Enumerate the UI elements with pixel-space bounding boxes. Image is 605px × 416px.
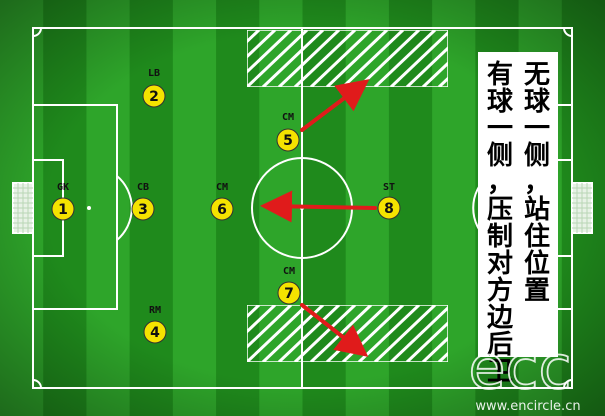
player-cm-6: CM 6 <box>210 182 234 221</box>
player-rm: RM 4 <box>143 305 167 344</box>
player-lb: LB 2 <box>142 68 166 108</box>
player-number: 4 <box>150 325 160 341</box>
player-gk: GK 1 <box>51 182 75 221</box>
player-cb: CB 3 <box>131 182 155 221</box>
watermark-logo: ecc <box>469 333 572 403</box>
player-role: GK <box>57 182 69 193</box>
player-number: 6 <box>217 202 227 218</box>
player-role: CM <box>283 266 295 277</box>
player-marker <box>210 197 234 221</box>
arrow-cm7-forward <box>300 303 369 357</box>
player-marker <box>143 320 167 344</box>
penalty-spot <box>87 206 91 210</box>
annotation-box: 无球一侧，站住位置 有球一侧，压制对方边后卫 <box>478 52 558 387</box>
annotation-line-2: 有球一侧，压制对方边后卫 <box>487 60 514 387</box>
player-role: ST <box>383 182 395 193</box>
player-cm-7: CM 7 <box>277 266 301 305</box>
left-goal <box>12 182 34 234</box>
player-marker <box>276 128 300 152</box>
watermark: ecc www.encircle.cn <box>468 332 581 414</box>
hatched-zone-top <box>247 30 448 87</box>
player-number: 5 <box>283 133 293 149</box>
player-role: CB <box>137 182 149 193</box>
annotation-background <box>478 52 558 357</box>
player-role: CM <box>216 182 228 193</box>
player-number: 3 <box>138 202 148 218</box>
watermark-url: www.encircle.cn <box>475 399 580 414</box>
player-marker <box>277 281 301 305</box>
player-cm-5: CM 5 <box>276 112 300 152</box>
arrow-st-dropback <box>260 190 377 223</box>
arrow-cm5-forward <box>300 79 370 132</box>
player-marker <box>131 197 155 221</box>
player-role: LB <box>148 68 160 79</box>
player-marker <box>51 197 75 221</box>
annotation-line-1: 无球一侧，站住位置 <box>524 60 551 306</box>
player-number: 7 <box>284 286 294 302</box>
player-number: 8 <box>384 201 394 217</box>
player-number: 2 <box>149 89 159 105</box>
player-number: 1 <box>58 202 68 218</box>
player-st: ST 8 <box>377 182 401 220</box>
player-role: CM <box>282 112 294 123</box>
movement-arrows <box>260 79 377 357</box>
right-goal <box>571 182 593 234</box>
player-marker <box>377 196 401 220</box>
player-role: RM <box>149 305 161 316</box>
player-marker <box>142 84 166 108</box>
